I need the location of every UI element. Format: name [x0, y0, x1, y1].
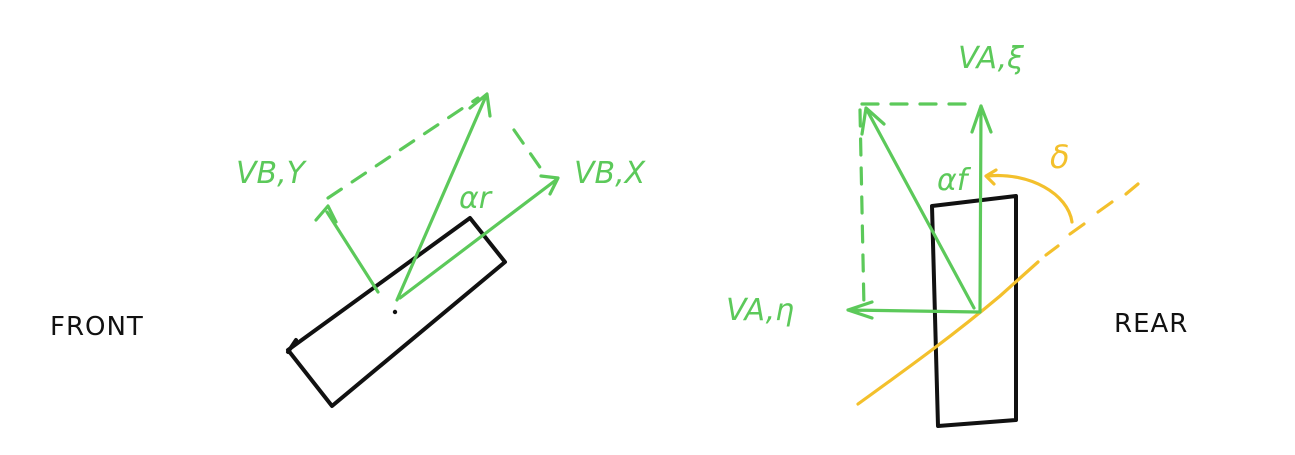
rear-steering-angle-arc: [984, 168, 1074, 224]
rear-velocity-eta-arrow: [846, 300, 980, 320]
rear-tire: [930, 194, 1018, 428]
rear-velocity-xi-arrow: [970, 104, 993, 314]
front-contact-point: [392, 309, 398, 315]
front-velocity-y-arrow: [314, 204, 380, 294]
rear-steering-line-dashes: [1044, 182, 1140, 257]
rear-dashed-left: [858, 108, 866, 310]
rear-resultant-velocity-arrow: [860, 106, 976, 310]
rear-wheel-group: REAR VA,ξ VA,η αf δ: [726, 41, 1188, 428]
front-tire-edge: [286, 338, 298, 354]
rear-slip-angle-label: αf: [937, 163, 972, 198]
front-dashed-x-to-resultant: [512, 128, 548, 178]
rear-steering-angle-label: δ: [1050, 138, 1070, 176]
front-slip-angle-label: αr: [459, 181, 493, 216]
rear-label: REAR: [1114, 309, 1188, 339]
front-dashed-y-to-resultant: [326, 96, 480, 200]
front-wheel-group: FRONT VB,Y VB,X αr: [50, 92, 647, 408]
front-label: FRONT: [50, 312, 144, 342]
front-velocity-y-label: VB,Y: [236, 156, 308, 191]
front-tire: [286, 216, 507, 408]
front-velocity-x-label: VB,X: [574, 156, 647, 191]
front-resultant-velocity-arrow: [395, 92, 492, 302]
front-velocity-x-arrow: [398, 174, 560, 300]
rear-velocity-eta-label: VA,η: [726, 293, 794, 328]
rear-steering-line: [856, 260, 1040, 406]
rear-velocity-xi-label: VA,ξ: [958, 41, 1024, 76]
